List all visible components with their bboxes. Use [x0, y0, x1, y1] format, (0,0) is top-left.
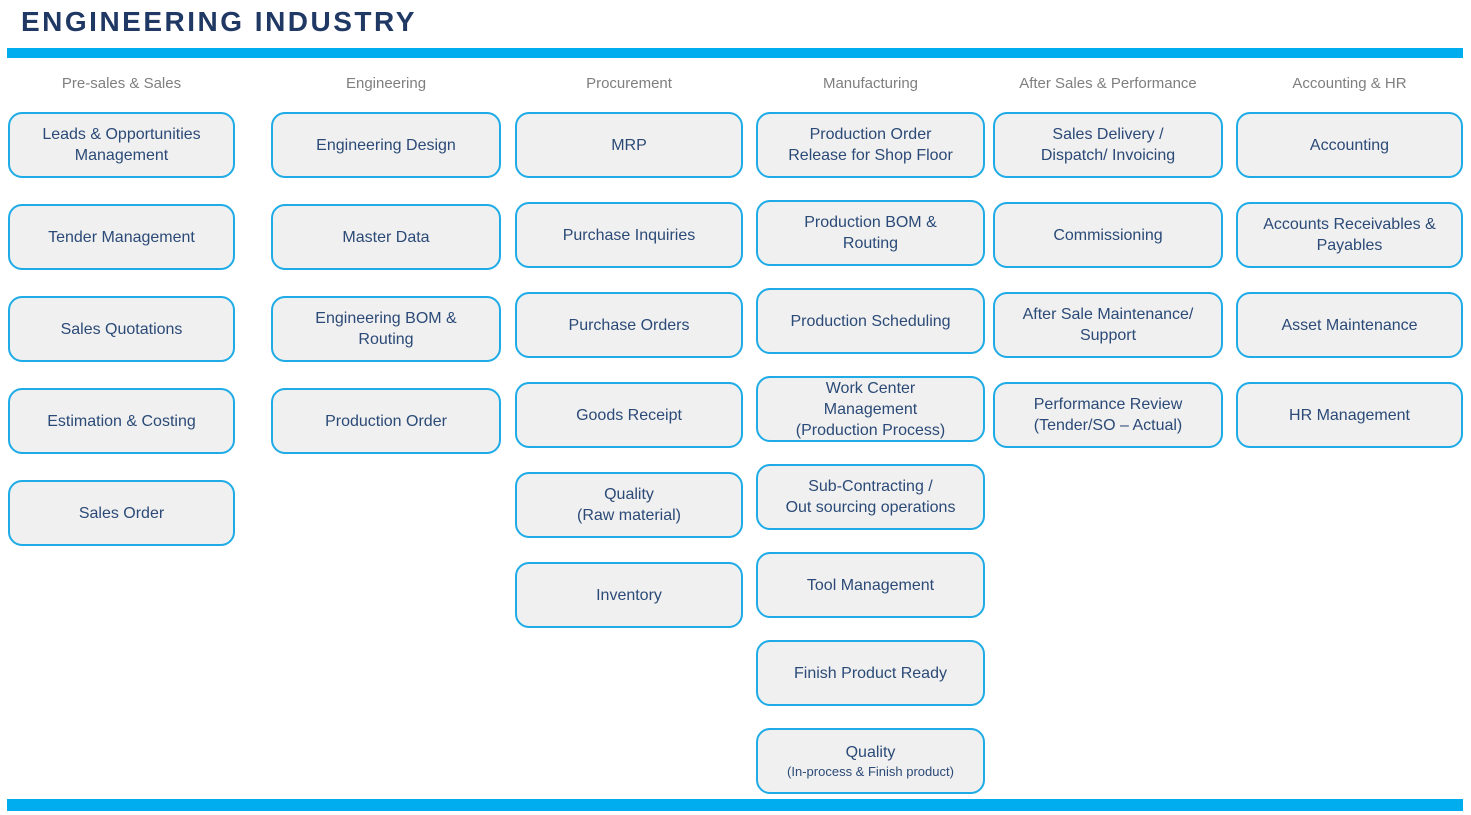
process-box-label: Sub-Contracting / — [808, 478, 933, 495]
process-box-hr-management: HR Management — [1236, 382, 1463, 448]
process-box-label: Production Order — [809, 126, 932, 143]
process-box-label: Sales Order — [78, 504, 165, 522]
column-header: Engineering — [345, 75, 427, 92]
process-box-purchase-inquiries: Purchase Inquiries — [515, 202, 743, 268]
process-box-sales-quotations: Sales Quotations — [8, 296, 235, 362]
process-box-label: MRP — [611, 136, 647, 154]
process-box-label: Engineering Design — [316, 136, 456, 154]
process-box-sub-contracting-out-sourcing-operations: Sub-Contracting / Out sourcing operations — [756, 464, 985, 530]
process-box-label: Asset Maintenance — [1281, 316, 1418, 334]
footer-bar — [7, 799, 1463, 811]
column-header: After Sales & Performance — [1019, 75, 1197, 92]
process-box-inventory: Inventory — [515, 562, 743, 628]
title-underline-bar — [7, 48, 1463, 58]
process-box-after-sale-maintenance-support: After Sale Maintenance/Support — [993, 292, 1223, 358]
process-box-performance-review-tender-so-actual: Performance Review (Tender/SO – Actual) — [993, 382, 1223, 448]
process-box-label: Accounts Receivables & — [1263, 216, 1436, 233]
process-box-finish-product-ready: Finish Product Ready — [756, 640, 985, 706]
process-box-label: Work Center — [825, 379, 916, 397]
process-box-commissioning: Commissioning — [993, 202, 1223, 268]
process-box-engineering-bom-routing: Engineering BOM & Routing — [271, 296, 501, 362]
process-box-master-data: Master Data — [271, 204, 501, 270]
process-box-label: Management — [823, 400, 918, 418]
process-box-quality: Quality (In-process & Finish product) — [756, 728, 985, 794]
process-box-label: Accounting — [1309, 136, 1390, 154]
process-box-label: Estimation & Costing — [47, 412, 196, 430]
process-box-sales-delivery-dispatch-invoicing: Sales Delivery / Dispatch/ Invoicing — [993, 112, 1223, 178]
process-box-label: Support — [1079, 327, 1137, 344]
process-box-accounting: Accounting — [1236, 112, 1463, 178]
column-header: Accounting & HR — [1292, 75, 1407, 92]
process-box-tool-management: Tool Management — [756, 552, 985, 618]
process-box-label: Purchase Orders — [568, 316, 690, 334]
process-box-label: Management — [74, 147, 169, 164]
process-box-mrp: MRP — [515, 112, 743, 178]
process-box-label: Tool Management — [806, 576, 935, 594]
column-header: Pre-sales & Sales — [61, 75, 182, 92]
column-header: Manufacturing — [822, 75, 919, 92]
process-box-label: Routing — [358, 331, 414, 348]
column-header: Procurement — [586, 75, 672, 92]
process-box-label: Purchase Inquiries — [562, 226, 696, 244]
process-box-label: Production Order — [325, 412, 447, 430]
process-box-label: Quality — [604, 486, 654, 503]
process-box-label: Commissioning — [1053, 226, 1163, 244]
process-box-label: Payables — [1316, 237, 1383, 254]
process-box-label: Routing — [842, 235, 899, 252]
process-box-label: Goods Receipt — [576, 406, 682, 424]
process-box-label: Sales Quotations — [60, 320, 183, 338]
process-box-label: Release for Shop Floor — [788, 147, 953, 164]
process-box-label: Quality — [845, 744, 896, 761]
process-box-label: (Production Process) — [795, 421, 946, 439]
process-box-accounts-receivables-payables: Accounts Receivables & Payables — [1236, 202, 1463, 268]
process-box-tender-management: Tender Management — [8, 204, 235, 270]
process-box-label: Production Scheduling — [790, 312, 951, 330]
process-box-purchase-orders: Purchase Orders — [515, 292, 743, 358]
process-box-label: Leads & Opportunities — [42, 126, 201, 143]
process-box-label: Production BOM & — [804, 214, 937, 231]
process-box-label: Sales Delivery / — [1052, 126, 1164, 143]
process-box-note: (In-process & Finish product) — [787, 764, 954, 779]
process-box-label: Performance Review — [1033, 396, 1183, 413]
process-box-label: Out sourcing operations — [785, 499, 956, 516]
process-box-engineering-design: Engineering Design — [271, 112, 501, 178]
process-box-label: (Raw material) — [576, 507, 681, 524]
process-box-label: Master Data — [342, 228, 430, 246]
process-box-label: Engineering BOM & — [315, 310, 457, 327]
process-box-production-bom-routing: Production BOM & Routing — [756, 200, 985, 266]
process-box-quality-raw-material: Quality (Raw material) — [515, 472, 743, 538]
process-box-asset-maintenance: Asset Maintenance — [1236, 292, 1463, 358]
process-box-label: Finish Product Ready — [794, 664, 947, 682]
process-box-sales-order: Sales Order — [8, 480, 235, 546]
process-box-estimation-costing: Estimation & Costing — [8, 388, 235, 454]
process-box-production-order: Production Order — [271, 388, 501, 454]
process-box-goods-receipt: Goods Receipt — [515, 382, 743, 448]
process-box-label: After Sale Maintenance/ — [1022, 306, 1194, 323]
process-box-label: (Tender/SO – Actual) — [1033, 417, 1183, 434]
page-title: ENGINEERING INDUSTRY — [21, 6, 417, 37]
process-box-label: Inventory — [596, 586, 662, 604]
process-box-label: Dispatch/ Invoicing — [1040, 147, 1176, 164]
process-box-label: Tender Management — [48, 228, 195, 246]
process-box-label: HR Management — [1289, 406, 1410, 424]
process-box-production-scheduling: Production Scheduling — [756, 288, 985, 354]
